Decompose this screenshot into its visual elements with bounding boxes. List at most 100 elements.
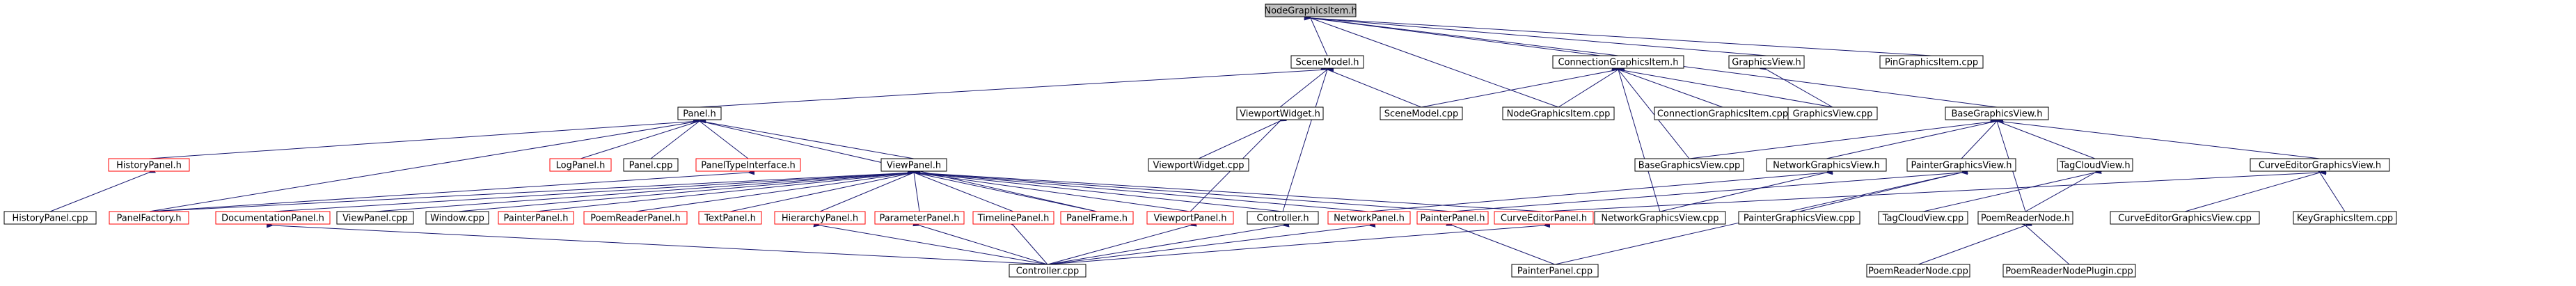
edge-panel_h-to-logpanel_h: [580, 116, 706, 159]
node-curveeditorgraphicsview-cpp[interactable]: CurveEditorGraphicsView.cpp: [2110, 211, 2260, 225]
edge-connectiongraphicsitem_h-to-connectiongraphicsitem_cpp: [1611, 65, 1723, 108]
node-connectiongraphicsitem-cpp[interactable]: ConnectionGraphicsItem.cpp: [1654, 106, 1792, 120]
node-poemreadernode-cpp[interactable]: PoemReaderNode.cpp: [1866, 264, 1970, 278]
node-label: ConnectionGraphicsItem.cpp: [1657, 109, 1788, 120]
node-poemreadernodeplugin-cpp[interactable]: PoemReaderNodePlugin.cpp: [2002, 264, 2136, 278]
node-label: PoemReaderNode.h: [1981, 214, 2070, 224]
edge-viewpanel_h-to-poemreaderpanel_h: [635, 168, 921, 212]
edge-viewpanel_h-to-controller_h: [907, 169, 1283, 212]
node-documentationpanel-h[interactable]: DocumentationPanel.h: [215, 211, 331, 225]
edge-viewpanel_h-to-viewportpanel_h: [907, 168, 1191, 212]
node-panel-cpp[interactable]: Panel.cpp: [623, 158, 679, 172]
node-curveeditorgraphicsview-h[interactable]: CurveEditorGraphicsView.h: [2250, 158, 2390, 172]
node-tagcloudview-cpp[interactable]: TagCloudView.cpp: [1878, 211, 1968, 225]
node-networkgraphicsview-h[interactable]: NetworkGraphicsView.h: [1766, 158, 1887, 172]
node-label: GraphicsView.cpp: [1793, 109, 1873, 120]
edge-panel_h-to-paneltypeinterface_h: [693, 115, 749, 159]
node-poemreaderpanel-h[interactable]: PoemReaderPanel.h: [583, 211, 688, 225]
node-paintergraphicsview-h[interactable]: PainterGraphicsView.h: [1906, 158, 2016, 172]
node-historypanel-h[interactable]: HistoryPanel.h: [108, 158, 190, 172]
node-label: ViewportWidget.cpp: [1153, 161, 1244, 171]
node-box: [549, 158, 612, 172]
node-label: NetworkGraphicsView.h: [1773, 161, 1880, 171]
node-label: PanelTypeInterface.h: [701, 161, 796, 171]
node-graphicsview-cpp[interactable]: GraphicsView.cpp: [1787, 106, 1878, 120]
edge-curveeditorpanel_h-to-controller_cpp: [1047, 222, 1551, 265]
node-logpanel-h[interactable]: LogPanel.h: [549, 158, 612, 172]
edge-connectiongraphicsitem_h-to-scenemodel_cpp: [1421, 65, 1625, 108]
node-tagcloudview-h[interactable]: TagCloudView.h: [2057, 158, 2133, 172]
node-viewportwidget-cpp[interactable]: ViewportWidget.cpp: [1148, 158, 1249, 172]
node-hierarchypanel-h[interactable]: HierarchyPanel.h: [774, 211, 866, 225]
edge-historypanel_h-to-historypanel_cpp: [49, 167, 156, 212]
node-viewportwidget-h[interactable]: ViewportWidget.h: [1236, 106, 1324, 120]
node-viewpanel-cpp[interactable]: ViewPanel.cpp: [336, 211, 414, 225]
node-timelinepanel-h[interactable]: TimelinePanel.h: [972, 211, 1054, 225]
edge-hierarchypanel_h-to-controller_cpp: [813, 221, 1048, 265]
node-basegraphicsview-cpp[interactable]: BaseGraphicsView.cpp: [1634, 158, 1744, 172]
node-panelframe-h[interactable]: PanelFrame.h: [1060, 211, 1134, 225]
edge-viewpanel_h-to-curveeditorpanel_h: [907, 169, 1544, 212]
node-painterpanel-h-b[interactable]: PainterPanel.h: [1416, 211, 1489, 225]
node-label: Controller.cpp: [1016, 267, 1080, 277]
node-pingraphicsitem-cpp[interactable]: PinGraphicsItem.cpp: [1879, 55, 1984, 69]
edge-basegraphicsview_h-to-tagcloudview_h: [1990, 116, 2096, 159]
node-label: TextPanel.h: [704, 214, 756, 224]
node-curveeditorpanel-h[interactable]: CurveEditorPanel.h: [1494, 211, 1594, 225]
node-label: Panel.cpp: [629, 161, 673, 171]
node-panel-h[interactable]: Panel.h: [677, 106, 722, 120]
node-label: SceneModel.cpp: [1384, 109, 1458, 120]
node-paintergraphicsview-cpp[interactable]: PainterGraphicsView.cpp: [1738, 211, 1860, 225]
node-box: [1766, 158, 1887, 172]
node-label: Window.cpp: [430, 214, 484, 224]
edge-basegraphicsview_h-to-curveeditorgraphicsview_h: [1990, 117, 2321, 159]
node-label: SceneModel.h: [1295, 58, 1359, 68]
node-scenemodel-cpp[interactable]: SceneModel.cpp: [1380, 106, 1463, 120]
node-parameterpanel-h[interactable]: ParameterPanel.h: [874, 211, 965, 225]
node-box: [1327, 211, 1411, 225]
edge-basegraphicsview_h-to-networkgraphicsview_h: [1826, 117, 2004, 159]
edge-curveeditorgraphicsview_h-to-curveeditorgraphicsview_cpp: [2184, 168, 2327, 212]
node-painterpanel-cpp[interactable]: PainterPanel.cpp: [1511, 264, 1599, 278]
node-panelfactory-h[interactable]: PanelFactory.h: [109, 211, 189, 225]
node-paneltypeinterface-h[interactable]: PanelTypeInterface.h: [695, 158, 801, 172]
node-label: KeyGraphicsItem.cpp: [2297, 214, 2393, 224]
node-box: [425, 211, 489, 225]
node-scenemodel-h[interactable]: SceneModel.h: [1290, 55, 1364, 69]
node-textpanel-h[interactable]: TextPanel.h: [698, 211, 762, 225]
node-box: [1906, 158, 2016, 172]
node-networkgraphicsview-cpp[interactable]: NetworkGraphicsView.cpp: [1594, 211, 1726, 225]
node-poemreadernode-h[interactable]: PoemReaderNode.h: [1977, 211, 2073, 225]
node-nodegraphicsitem-cpp[interactable]: NodeGraphicsItem.cpp: [1502, 106, 1615, 120]
node-networkpanel-h[interactable]: NetworkPanel.h: [1327, 211, 1411, 225]
node-controller-h[interactable]: Controller.h: [1247, 211, 1319, 225]
node-label: PainterGraphicsView.cpp: [1744, 214, 1855, 224]
node-graphicsview-h[interactable]: GraphicsView.h: [1728, 55, 1805, 69]
node-box: [1878, 211, 1968, 225]
edge-nodegraphicsitem_h-to-pingraphicsitem_cpp: [1304, 15, 1932, 56]
edge-viewpanel_h-to-window_cpp: [457, 169, 921, 212]
node-label: LogPanel.h: [556, 161, 606, 171]
node-label: PanelFrame.h: [1066, 214, 1128, 224]
node-basegraphicsview-h[interactable]: BaseGraphicsView.h: [1945, 106, 2049, 120]
node-box: [1380, 106, 1463, 120]
edge-paneltypeinterface_h-to-panelfactory_h: [148, 169, 755, 212]
node-historypanel-cpp[interactable]: HistoryPanel.cpp: [3, 211, 97, 225]
node-box: [698, 211, 762, 225]
edge-scenemodel_h-to-panel_h: [699, 66, 1334, 108]
node-box: [677, 106, 722, 120]
node-viewportpanel-h[interactable]: ViewportPanel.h: [1146, 211, 1234, 225]
node-painterpanel-h-a[interactable]: PainterPanel.h: [498, 211, 574, 225]
edge-curveeditorgraphicsview_h-to-curveeditorpanel_h: [1543, 169, 2327, 212]
node-box: [108, 158, 190, 172]
node-label: TimelinePanel.h: [977, 214, 1050, 224]
node-connectiongraphicsitem-h[interactable]: ConnectionGraphicsItem.h: [1552, 55, 1684, 69]
node-keygraphicsitem-cpp[interactable]: KeyGraphicsItem.cpp: [2293, 211, 2397, 225]
node-label: PainterGraphicsView.h: [1911, 161, 2012, 171]
node-viewpanel-h[interactable]: ViewPanel.h: [880, 158, 947, 172]
node-window-cpp[interactable]: Window.cpp: [425, 211, 489, 225]
node-label: PoemReaderPanel.h: [590, 214, 680, 224]
node-box: [1879, 55, 1984, 69]
node-controller-cpp[interactable]: Controller.cpp: [1009, 264, 1086, 278]
edge-paintergraphicsview_h-to-paintergraphicsview_cpp: [1799, 168, 1968, 212]
